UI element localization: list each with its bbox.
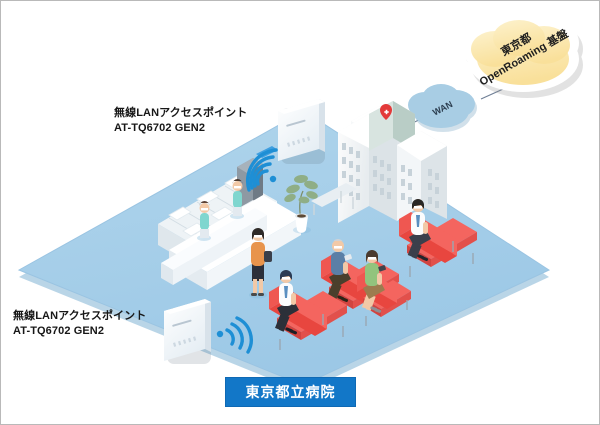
potted-plant [284,174,318,234]
wifi-signal-top [245,148,278,192]
hospital-caption-box: 東京都立病院 [225,377,356,407]
person-seated-3 [361,250,386,313]
openroaming-cloud: 東京都 OpenRoaming 基盤 [461,11,583,98]
person-staff-2 [230,179,244,219]
person-visitor-1 [249,228,272,299]
access-point-bottom [164,299,211,364]
label-ap-top-line1: 無線LANアクセスポイント [114,107,248,119]
label-ap-bottom-line2: AT-TQ6702 GEN2 [13,325,105,338]
person-staff-1 [197,201,211,241]
wifi-signal-bottom [216,316,253,354]
hospital-caption-text: 東京都立病院 [245,384,336,400]
red-cross-marker [380,104,392,120]
label-access-point-bottom: 無線LANアクセスポイント AT-TQ6702 GEN2 [13,309,146,339]
person-seated-2 [327,239,352,302]
label-ap-top-line2: AT-TQ6702 GEN2 [114,122,206,135]
label-ap-bottom-line1: 無線LANアクセスポイント [13,310,147,322]
wan-cloud: WAN [408,84,477,132]
hospital-building [311,101,447,223]
person-seated-1 [275,270,299,335]
label-access-point-top: 無線LANアクセスポイント AT-TQ6702 GEN2 [114,106,247,136]
access-point-top [278,99,325,164]
reception-counter [158,146,301,290]
person-seated-4 [407,199,431,261]
